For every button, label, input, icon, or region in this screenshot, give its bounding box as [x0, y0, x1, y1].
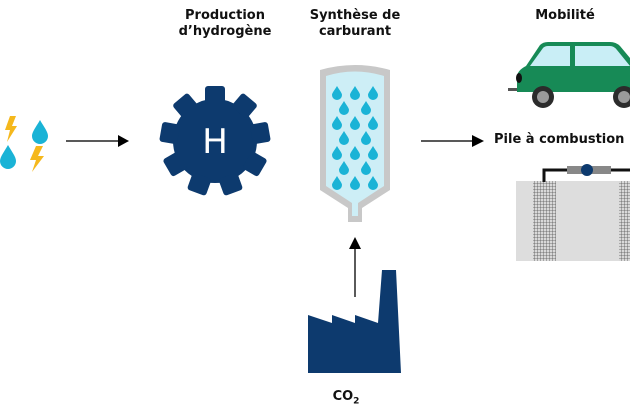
water-drop-icon [350, 176, 360, 190]
hydrogen-title-line1: Production [185, 8, 265, 23]
water-drop-icon [368, 176, 378, 190]
hydrogen-title-line2: d’hydrogène [178, 24, 272, 39]
lightning-icon [5, 116, 17, 142]
co2-label: CO2 [330, 389, 362, 410]
reactor-vessel-icon [320, 65, 390, 222]
fuel-synthesis-title: Synthèse de carburant [300, 8, 410, 40]
water-drop-icon [332, 146, 342, 160]
hydrogen-production-title: Production d’hydrogène [170, 8, 280, 40]
synthesis-title-line2: carburant [318, 24, 392, 39]
water-drop-icon [0, 145, 16, 169]
arrow-right [66, 135, 129, 147]
water-drop-icon [339, 131, 349, 145]
arrow-right [421, 135, 484, 147]
co2-label-subscript: 2 [353, 396, 360, 407]
factory-icon [308, 270, 401, 373]
water-drop-icon [332, 86, 342, 100]
water-drop-icon [339, 101, 349, 115]
water-drop-icon [368, 116, 378, 130]
water-drop-icon [350, 86, 360, 100]
fuel-cell-title: Pile à combustion [494, 132, 625, 147]
co2-label-main: CO [332, 389, 354, 404]
water-drop-icon [332, 176, 342, 190]
water-drop-icon [368, 86, 378, 100]
gear-icon: H [159, 86, 271, 196]
mobility-title: Mobilité [535, 8, 595, 23]
lightning-icon [30, 146, 44, 172]
water-drop-icon [368, 146, 378, 160]
gear-letter: H [202, 122, 228, 162]
water-drop-icon [32, 120, 48, 144]
water-drop-icon [350, 146, 360, 160]
water-drop-icon [332, 116, 342, 130]
car-icon [508, 42, 630, 108]
water-drop-icon [339, 161, 349, 175]
input-icons [0, 116, 48, 172]
reactor-drops [332, 86, 378, 190]
water-drop-icon [361, 101, 371, 115]
arrow-up [349, 237, 361, 297]
synthesis-title-line1: Synthèse de [309, 8, 401, 23]
fuel-cell-icon [516, 164, 630, 261]
water-drop-icon [350, 116, 360, 130]
water-drop-icon [361, 131, 371, 145]
water-drop-icon [361, 161, 371, 175]
